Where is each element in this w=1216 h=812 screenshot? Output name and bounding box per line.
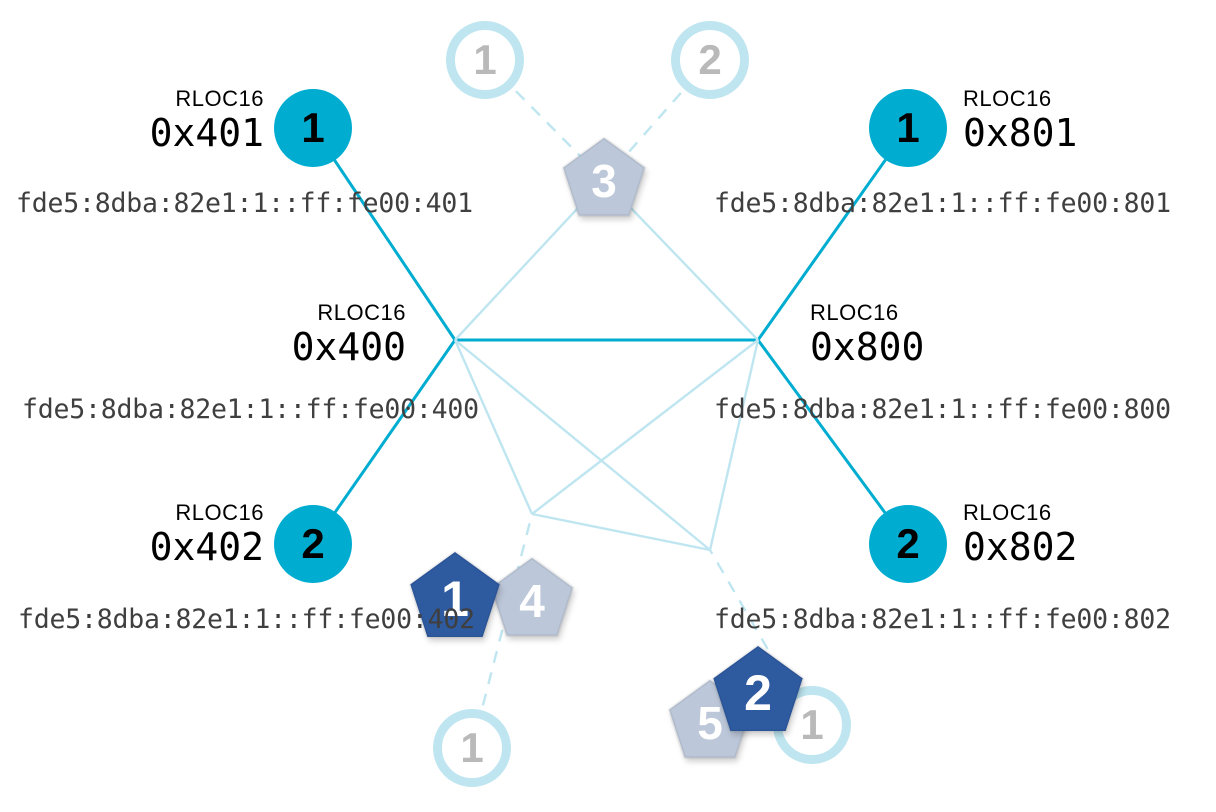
rloc16-value: 0x401 — [149, 111, 264, 155]
child-badge: 2 — [698, 36, 722, 83]
router-node-4[interactable]: 4 — [489, 557, 575, 643]
child-node-1[interactable]: 1 — [274, 89, 352, 167]
router-badge: 1 — [441, 571, 469, 627]
ipv6-address-label: fde5:8dba:82e1:1::ff:fe00:801 — [714, 188, 1171, 219]
link-router-800-to-faded-router-4 — [531, 339, 759, 515]
rloc16-caption: RLOC16 — [963, 500, 1052, 525]
link-child-401-to-router-400 — [311, 127, 457, 341]
rloc16-value: 0x800 — [810, 325, 925, 369]
link-router-400-to-faded-router-5 — [454, 339, 711, 551]
child-badge: 1 — [460, 724, 484, 771]
faded-child-node-1[interactable]: 1 — [433, 709, 511, 787]
router-badge: 5 — [697, 697, 723, 749]
child-badge: 1 — [473, 36, 497, 83]
faded-child-node-2[interactable]: 2 — [671, 21, 749, 99]
link-router-400-to-faded-router-4 — [453, 339, 534, 515]
rloc16-caption: RLOC16 — [317, 300, 406, 325]
link-child-402-to-router-400 — [311, 339, 457, 545]
rloc16-caption: RLOC16 — [963, 86, 1052, 111]
child-node-2[interactable]: 2 — [869, 505, 947, 583]
link-router-800-to-faded-router-5 — [708, 339, 760, 551]
link-child-802-to-router-800 — [756, 339, 910, 545]
router-badge: 2 — [744, 665, 772, 721]
child-badge: 1 — [800, 701, 824, 748]
child-badge: 1 — [301, 104, 325, 151]
child-node-2[interactable]: 2 — [274, 505, 352, 583]
router-node-1[interactable]: 1 — [408, 551, 502, 645]
link-faded-child-bl-to-faded-router-4 — [470, 513, 534, 749]
child-node-1[interactable]: 1 — [869, 89, 947, 167]
router-badge: 3 — [591, 155, 617, 207]
ipv6-address-label: fde5:8dba:82e1:1::ff:fe00:802 — [714, 604, 1171, 635]
child-badge: 1 — [896, 104, 920, 151]
rloc16-caption: RLOC16 — [810, 300, 899, 325]
child-badge: 2 — [301, 520, 325, 567]
faded-child-node-1[interactable]: 1 — [446, 21, 524, 99]
link-child-801-to-router-800 — [756, 127, 910, 341]
rloc16-value: 0x402 — [149, 525, 264, 569]
ipv6-address-label: fde5:8dba:82e1:1::ff:fe00:402 — [18, 604, 475, 635]
child-badge: 2 — [896, 520, 920, 567]
router-node-2[interactable]: 2 — [711, 645, 805, 739]
rloc16-value: 0x802 — [963, 525, 1078, 569]
router-badge: 4 — [519, 575, 545, 627]
link-faded-router-4-to-faded-router-5 — [531, 512, 711, 552]
ipv6-address-label: fde5:8dba:82e1:1::ff:fe00:400 — [22, 394, 479, 425]
rloc16-caption: RLOC16 — [175, 86, 264, 111]
rloc16-value: 0x400 — [291, 325, 406, 369]
ipv6-address-label: fde5:8dba:82e1:1::ff:fe00:800 — [714, 394, 1171, 425]
rloc16-value: 0x801 — [963, 111, 1078, 155]
ipv6-address-label: fde5:8dba:82e1:1::ff:fe00:401 — [16, 188, 473, 219]
rloc16-caption: RLOC16 — [175, 500, 264, 525]
router-node-3[interactable]: 3 — [561, 137, 647, 223]
